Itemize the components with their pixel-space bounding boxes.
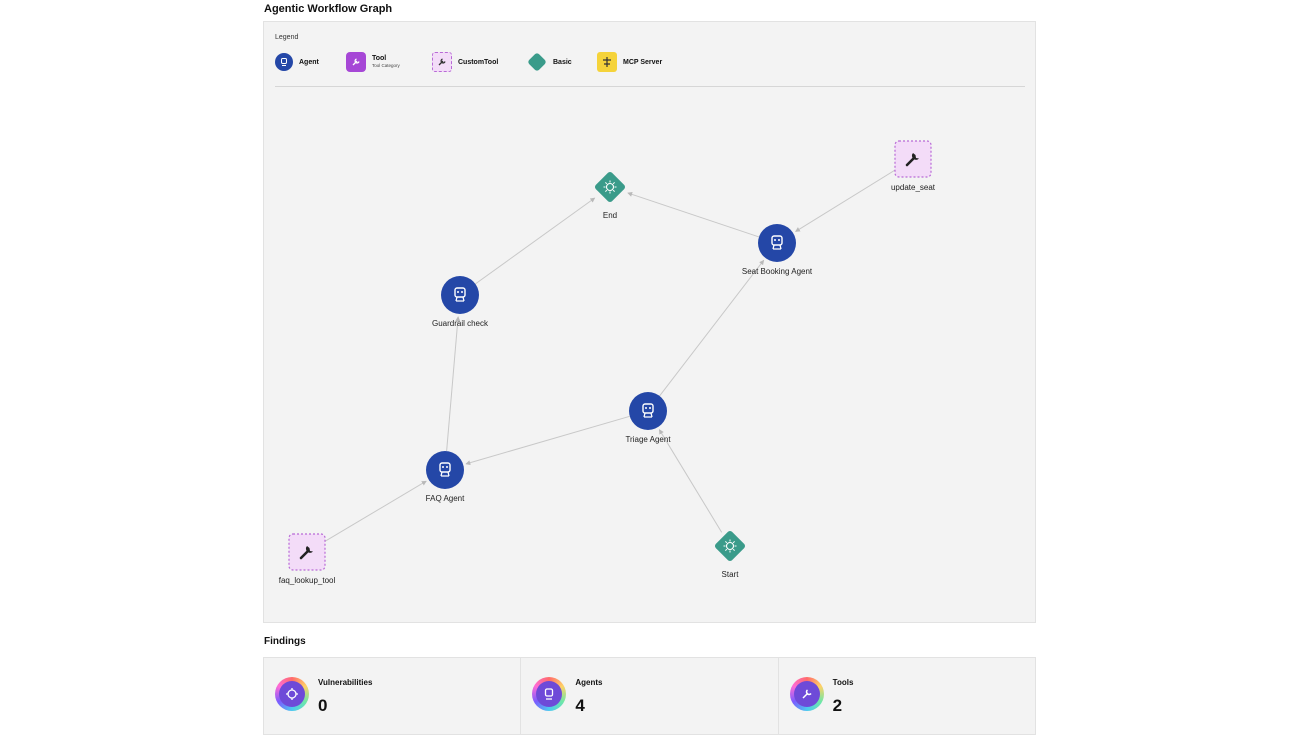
node-shape bbox=[426, 451, 464, 489]
legend-title: Legend bbox=[275, 34, 299, 41]
legend-label-tool: Tool Tool Category bbox=[372, 55, 400, 69]
node-guardrail[interactable]: Guardrail check bbox=[432, 276, 489, 328]
agents-icon bbox=[532, 677, 567, 711]
finding-label: Agents bbox=[575, 678, 603, 687]
gear-icon bbox=[603, 180, 617, 194]
legend-divider bbox=[275, 86, 1025, 87]
mcp-server-icon bbox=[597, 52, 617, 72]
workflow-graph-panel[interactable]: Legend Agent Tool Tool Category CustomTo… bbox=[263, 21, 1036, 623]
gear-icon bbox=[723, 539, 737, 553]
legend-label-custom-tool: CustomTool bbox=[458, 58, 499, 66]
finding-count: 2 bbox=[832, 696, 843, 715]
node-shape bbox=[629, 392, 667, 430]
page-title: Agentic Workflow Graph bbox=[264, 3, 393, 15]
custom-tool-icon bbox=[432, 52, 452, 72]
node-start[interactable]: Start bbox=[714, 530, 747, 579]
node-update-seat[interactable]: update_seat bbox=[891, 140, 936, 192]
node-label: Seat Booking Agent bbox=[742, 267, 813, 276]
node-label: End bbox=[603, 211, 617, 220]
node-faq-lookup-tool[interactable]: faq_lookup_tool bbox=[279, 533, 336, 585]
tool-icon bbox=[346, 52, 366, 72]
legend-item-custom-tool: CustomTool bbox=[432, 52, 498, 72]
edge-triage-to-faq bbox=[465, 415, 630, 466]
wrench-icon bbox=[299, 546, 313, 560]
finding-count: 4 bbox=[575, 696, 585, 715]
finding-count: 0 bbox=[318, 696, 328, 715]
legend-label-basic: Basic bbox=[553, 58, 572, 66]
legend-sub-tool: Tool Category bbox=[372, 63, 400, 68]
node-label: Start bbox=[722, 570, 740, 579]
node-label: FAQ Agent bbox=[426, 494, 465, 503]
tools-icon bbox=[789, 677, 824, 711]
finding-label: Vulnerabilities bbox=[318, 678, 373, 687]
node-shape bbox=[714, 530, 746, 562]
wrench-icon bbox=[905, 153, 919, 167]
node-triage[interactable]: Triage Agent bbox=[625, 392, 671, 444]
finding-card-agents[interactable]: Agents 4 bbox=[521, 658, 779, 734]
legend-item-mcp-server: MCP Server bbox=[597, 52, 662, 72]
edge-update_seat-to-seat_booking bbox=[795, 168, 898, 232]
agent-icon bbox=[454, 287, 466, 302]
node-seat-booking[interactable]: Seat Booking Agent bbox=[742, 224, 813, 276]
node-shape bbox=[758, 224, 796, 262]
findings-title: Findings bbox=[264, 636, 306, 647]
legend-label-agent: Agent bbox=[299, 58, 319, 66]
edges-layer bbox=[323, 168, 898, 543]
agent-icon bbox=[275, 53, 293, 71]
node-label: Triage Agent bbox=[625, 435, 671, 444]
edge-faq-to-guardrail bbox=[446, 316, 461, 452]
edge-triage-to-seat_booking bbox=[659, 259, 765, 397]
legend-label-tool-text: Tool bbox=[372, 55, 387, 62]
agent-icon bbox=[642, 403, 654, 418]
findings-row: Vulnerabilities 0 Agents 4 Tools 2 bbox=[263, 657, 1036, 735]
finding-label: Tools bbox=[832, 678, 854, 687]
node-label: faq_lookup_tool bbox=[279, 576, 336, 585]
finding-card-vulnerabilities[interactable]: Vulnerabilities 0 bbox=[264, 658, 522, 734]
node-label: Guardrail check bbox=[432, 319, 489, 328]
legend-label-mcp-server: MCP Server bbox=[623, 58, 663, 66]
node-shape bbox=[441, 276, 479, 314]
node-end[interactable]: End bbox=[594, 171, 627, 220]
agent-icon bbox=[439, 462, 451, 477]
edge-seat_booking-to-end bbox=[627, 191, 760, 238]
agent-icon bbox=[771, 235, 783, 250]
edge-faq_lookup_tool-to-faq bbox=[323, 480, 427, 543]
node-shape bbox=[594, 171, 626, 203]
legend-item-tool: Tool Tool Category bbox=[346, 52, 400, 72]
edge-start-to-triage bbox=[658, 429, 723, 533]
edge-guardrail-to-end bbox=[475, 197, 596, 285]
legend-item-basic: Basic bbox=[527, 52, 572, 72]
finding-card-tools[interactable]: Tools 2 bbox=[779, 658, 1035, 734]
node-faq[interactable]: FAQ Agent bbox=[426, 451, 465, 503]
vulnerabilities-icon bbox=[275, 677, 309, 711]
node-label: update_seat bbox=[891, 183, 936, 192]
legend-item-agent: Agent bbox=[275, 52, 319, 72]
